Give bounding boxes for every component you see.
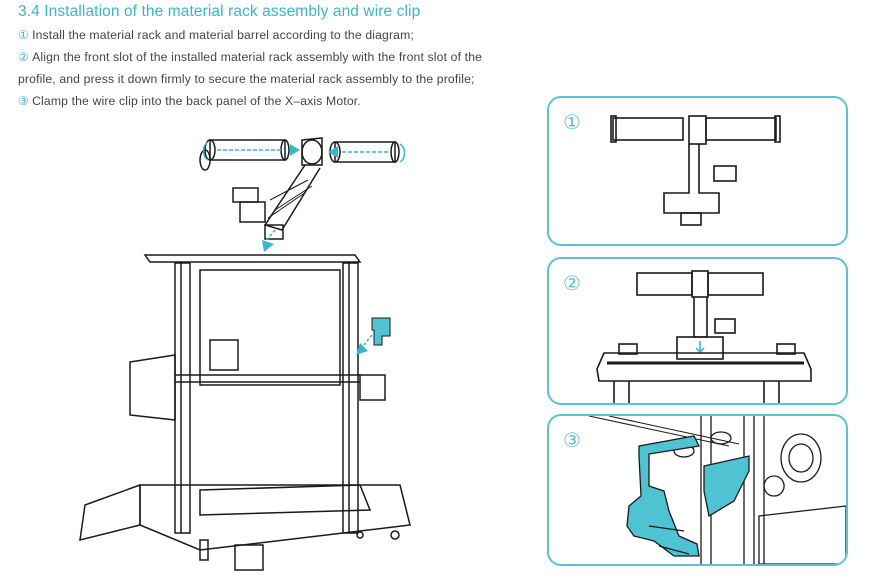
rack-on-profile-icon: [596, 270, 812, 403]
panel-number: ①: [563, 112, 581, 134]
wire-clip-detail-icon: [588, 416, 846, 564]
step-number: ①: [18, 28, 30, 42]
panel-3: ③: [547, 414, 848, 566]
step-number: ③: [18, 94, 30, 108]
panel-1: ①: [547, 96, 848, 246]
step-text: profile, and press it down firmly to sec…: [18, 72, 475, 86]
section-title: 3.4 Installation of the material rack as…: [18, 3, 421, 20]
panel-2: ②: [547, 257, 848, 405]
panel-number: ③: [563, 430, 581, 452]
step-2-continued: profile, and press it down firmly to sec…: [18, 72, 475, 86]
step-text: Clamp the wire clip into the back panel …: [32, 94, 361, 108]
printer-frame: [79, 254, 411, 571]
panel-number: ②: [563, 273, 581, 295]
step-text: Install the material rack and material b…: [32, 28, 414, 42]
wire-clip-exploded: [356, 317, 391, 355]
printer-illustration: [60, 130, 420, 575]
step-number: ②: [18, 50, 30, 64]
rack-assembled-icon: [610, 115, 781, 226]
step-text: Align the front slot of the installed ma…: [32, 50, 483, 64]
material-rack-exploded: [199, 137, 406, 252]
